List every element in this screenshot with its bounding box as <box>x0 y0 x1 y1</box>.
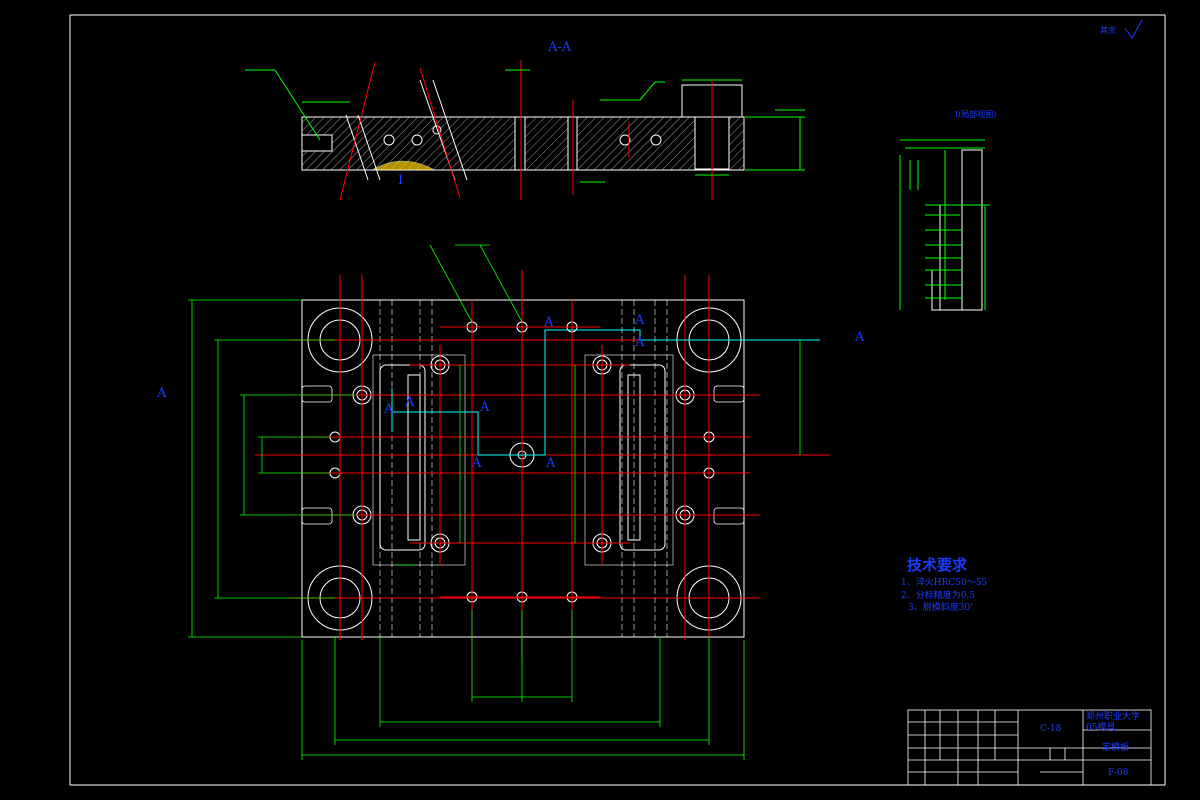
section-marker: A <box>635 335 645 350</box>
section-title: A-A <box>548 40 572 55</box>
plan-view <box>188 244 830 760</box>
section-view <box>245 60 805 201</box>
section-marker: A <box>635 313 645 328</box>
tech-requirement-item: 3、脱模斜度30' <box>908 603 973 613</box>
tech-requirement-item: 2、分标精度为0.5 <box>901 591 976 601</box>
drawing-frame <box>69 14 1166 786</box>
section-marker: A <box>384 402 394 417</box>
section-marker: A <box>472 456 482 471</box>
section-marker: A <box>157 386 167 401</box>
detail-view <box>899 139 990 311</box>
roughness-symbol <box>1124 19 1143 39</box>
tech-requirements-title: 技术要求 <box>907 556 968 574</box>
title-block-drawing-no: F-08 <box>1108 768 1129 778</box>
tech-requirement-item: 1、淬火HRC50～55 <box>901 578 988 588</box>
title-block <box>907 709 1152 786</box>
title-block-part-name: 定模板 <box>1102 743 1130 753</box>
section-marker: A <box>855 330 865 345</box>
section-marker: A <box>544 315 554 330</box>
title-block-school: 郑州职业大学05模具 <box>1086 712 1141 733</box>
section-marker: A <box>480 400 490 415</box>
roughness-label: 其余 <box>1100 26 1116 35</box>
title-block-part-number: C-18 <box>1040 724 1062 734</box>
section-marker: A <box>546 456 556 471</box>
detail-title: I(局部视图) <box>955 110 997 119</box>
section-marker: A <box>405 395 415 410</box>
detail-label: I <box>398 173 404 188</box>
